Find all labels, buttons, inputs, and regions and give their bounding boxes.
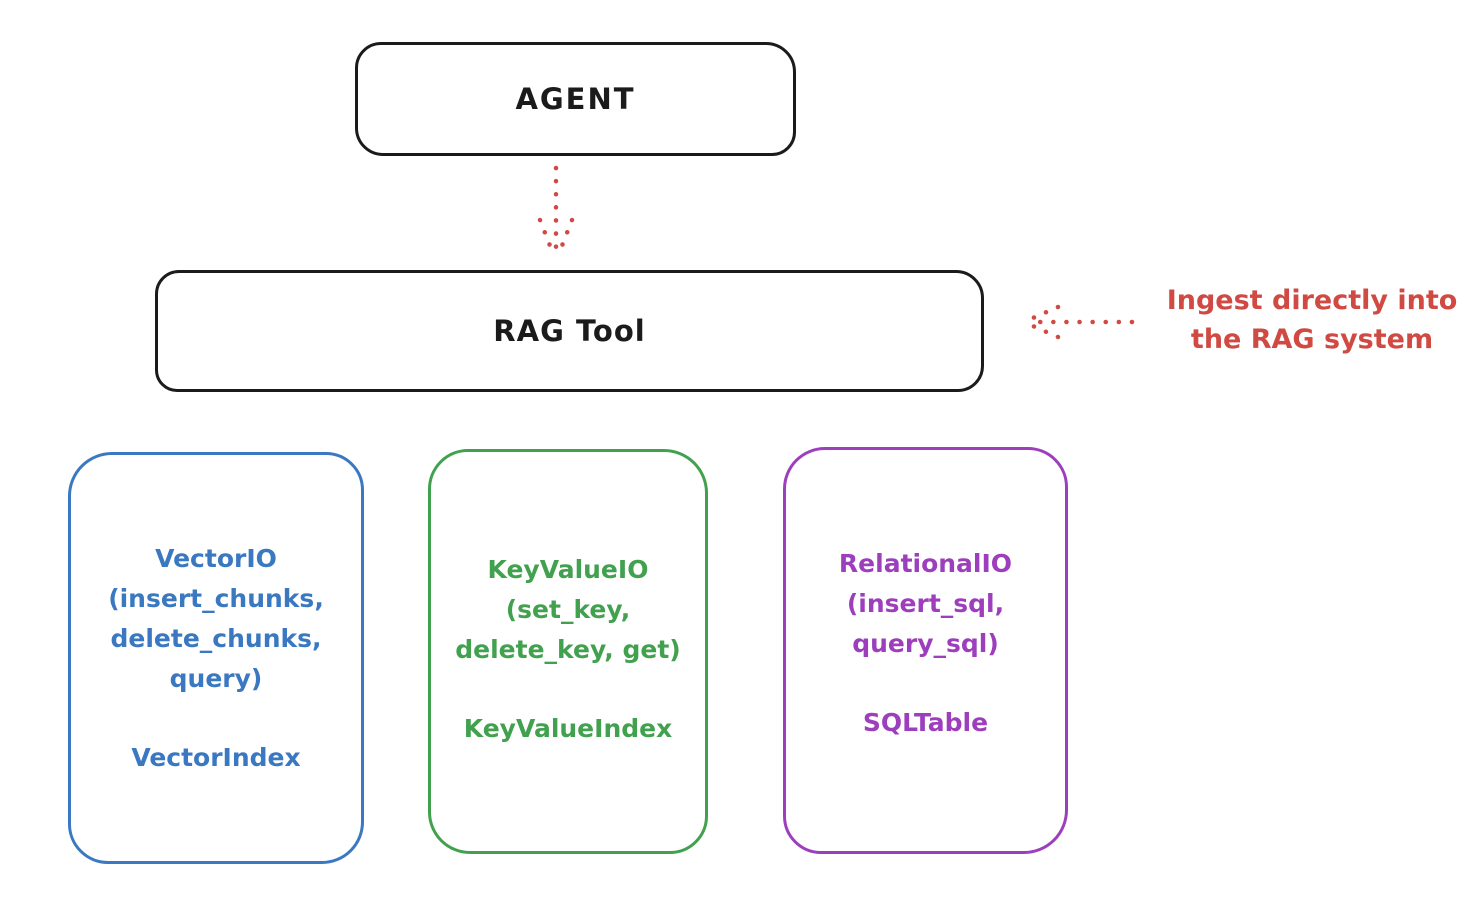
keyvalue-io-box: KeyValueIO (set_key, delete_key, get) Ke… — [428, 449, 708, 854]
relational-io-method-line: (insert_sql, — [846, 589, 1005, 618]
vector-io-method-line: query) — [169, 664, 263, 693]
vector-io-box: VectorIO (insert_chunks, delete_chunks, … — [68, 452, 364, 864]
relational-io-method-line: query_sql) — [852, 629, 999, 658]
ingest-arrow-icon — [1023, 304, 1135, 340]
agent-box: AGENT — [355, 42, 796, 156]
sql-table-label: SQLTable — [862, 708, 989, 737]
vector-io-method-line: (insert_chunks, — [108, 584, 324, 613]
vector-io-title: VectorIO — [155, 544, 277, 573]
keyvalue-index-label: KeyValueIndex — [463, 714, 673, 743]
agent-box-label: AGENT — [515, 82, 636, 116]
ingest-annotation-line2: the RAG system — [1190, 324, 1434, 355]
relational-io-title: RelationalIO — [838, 549, 1013, 578]
keyvalue-io-title: KeyValueIO — [487, 555, 649, 584]
vector-index-label: VectorIndex — [131, 743, 301, 772]
keyvalue-io-method-line: delete_key, get) — [455, 635, 681, 664]
vector-io-method-line: delete_chunks, — [110, 624, 322, 653]
agent-to-ragtool-arrow-icon — [537, 165, 575, 259]
ingest-annotation-line1: Ingest directly into — [1166, 285, 1458, 316]
rag-tool-box: RAG Tool — [155, 270, 984, 392]
keyvalue-io-method-line: (set_key, — [505, 595, 631, 624]
ingest-annotation: Ingest directly into the RAG system — [1140, 281, 1484, 359]
relational-io-box: RelationalIO (insert_sql, query_sql) SQL… — [783, 447, 1068, 854]
rag-tool-box-label: RAG Tool — [493, 314, 646, 348]
